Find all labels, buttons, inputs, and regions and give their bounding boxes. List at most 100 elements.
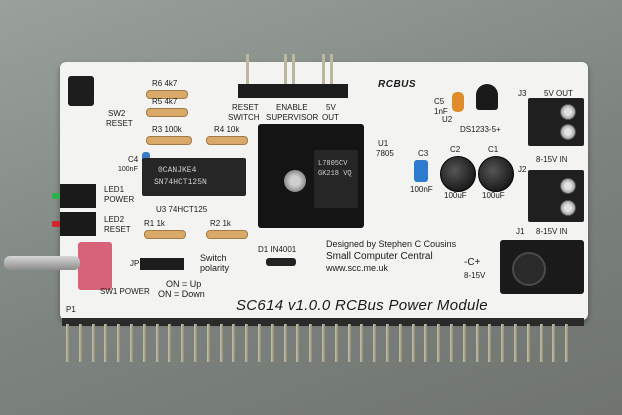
c1-value: 100uF [482,191,505,200]
designer-text: Designed by Stephen C Cousins [326,239,457,249]
capacitor-c2 [440,156,476,192]
c3-value: 100nF [410,185,433,194]
bus-pin [296,324,300,362]
bus-pin [411,324,415,362]
capacitor-c3 [414,160,428,182]
bus-pin [66,324,69,362]
bus-pin [78,324,82,362]
rcbus-logo: RCBUS [378,79,417,90]
bus-pin [181,324,185,362]
j1-8-15v-label: 8-15V IN [536,227,568,236]
diode-d1 [266,258,296,266]
header-supervisor-label: SUPERVISOR [266,113,319,122]
bus-pin [501,324,505,362]
header-out-label: OUT [322,113,339,122]
u1-label: U1 [378,139,389,148]
supervisor-u2 [476,84,498,110]
bus-pin [309,324,313,362]
bus-pin [142,324,146,362]
bus-pin [526,324,530,362]
j3-5v-out-label: 5V OUT [544,89,573,98]
bus-pin [130,324,133,362]
bus-pin [270,324,274,362]
header-reset-label: RESET [232,103,259,112]
dc-jack-socket [512,252,546,286]
website-text: www.scc.me.uk [326,263,389,273]
power-switch[interactable] [78,242,112,290]
led1-green [52,193,60,199]
switch-polarity-label-2: polarity [200,263,230,273]
u3-marking-2: SN74HCT125N [154,178,207,187]
j3-screw-1[interactable] [560,104,576,120]
u3-marking-1: 0CANJKE4 [158,166,197,175]
bus-pin [206,324,210,362]
bus-pin [462,324,466,362]
bus-pin [424,324,428,362]
bus-pin [565,324,569,362]
c4-value: 100nF [118,166,138,173]
reset-button[interactable] [68,76,94,106]
bus-pin [347,324,351,362]
j3-label: J3 [518,89,527,98]
bus-pin [450,324,453,362]
bus-pin [552,324,556,362]
bus-pin [322,324,325,362]
led1-power-label: POWER [104,195,135,204]
bus-pin [360,324,364,362]
bus-pin [91,324,95,362]
u1-part-label: 7805 [376,149,394,158]
r2-label: R2 1k [210,219,231,228]
r4-label: R4 10k [214,125,240,134]
u2-label: U2 [442,115,453,124]
j1-label: J1 [516,227,525,236]
bus-pin-strip [62,318,584,326]
terminal-block-j3[interactable] [528,98,584,146]
bus-pin [219,324,223,362]
capacitor-c1 [478,156,514,192]
u2-part-label: DS1233-5+ [460,125,501,134]
u1-marking-1: L7805CV [318,160,348,168]
r3-label: R3 100k [152,125,182,134]
switch-polarity-label-1: Switch [200,253,227,263]
bus-pin [168,324,172,362]
u1-marking-2: GK218 VQ [318,170,352,178]
led2-red [52,221,60,227]
c2-value: 100uF [444,191,467,200]
bus-pin [514,324,517,362]
header-5v-label: 5V [326,103,336,112]
bus-pin-header [62,318,584,362]
sw1-label: SW1 POWER [100,287,150,296]
terminal-block-j2[interactable] [528,170,584,222]
top-pin-header [238,84,348,98]
bus-pin [283,324,287,362]
j3-screw-2[interactable] [560,124,576,140]
power-switch-lever[interactable] [4,256,80,270]
polarity-jumper[interactable] [140,258,184,270]
bus-pin [194,324,197,362]
board-title: SC614 v1.0.0 RCBus Power Module [236,297,488,314]
bus-pin [475,324,479,362]
bus-pin [488,324,492,362]
on-up-label: ON = Up [166,279,202,289]
resistor-r4 [206,136,248,145]
led1-label: LED1 [104,185,125,194]
dc-range-label: 8-15V [464,271,486,280]
mounting-screw [284,170,306,192]
c2-label: C2 [450,145,461,154]
bus-pin [155,324,159,362]
bus-pin [539,324,543,362]
resistor-r6 [146,90,188,99]
capacitor-c5 [452,92,464,112]
header-enable-label: ENABLE [276,103,308,112]
j2-screw-1[interactable] [560,178,576,194]
led1-housing [60,184,96,208]
resistor-r5 [146,108,188,117]
c1-label: C1 [488,145,499,154]
bus-pin [373,324,377,362]
j2-screw-2[interactable] [560,200,576,216]
bus-pin [232,324,236,362]
regulator-u1: L7805CV GK218 VQ [314,150,358,208]
c5-value: 1nF [434,107,448,116]
r5-label: R5 4k7 [152,97,178,106]
bus-pin [398,324,402,362]
